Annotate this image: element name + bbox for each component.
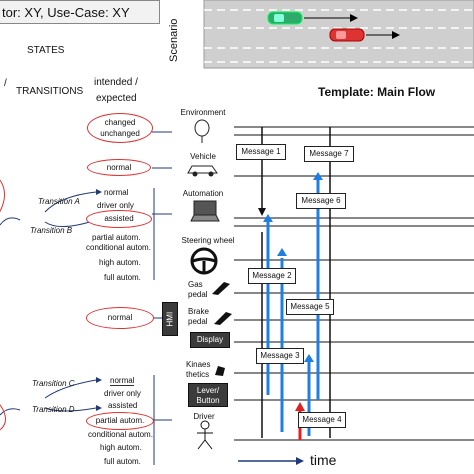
template-title: Template: Main Flow: [318, 85, 436, 99]
hmi-box: HMI: [162, 302, 178, 336]
automation-state-driver-only: driver only: [97, 201, 134, 210]
display-box: Display: [190, 332, 230, 348]
states-slash: /: [4, 78, 7, 89]
lever-button-box: Lever/ Button: [188, 383, 228, 407]
use-case-header: tor: XY, Use-Case: XY: [0, 0, 160, 24]
scenario-road: [203, 0, 474, 69]
message-6: Message 6: [296, 193, 346, 209]
states-title: STATES: [27, 45, 65, 56]
message-3: Message 3: [256, 348, 304, 364]
transition-a-label: Transition A: [38, 197, 80, 206]
lane-brake-label-2: pedal: [188, 317, 208, 326]
lane-automation-label: Automation: [182, 189, 224, 198]
driver-state-normal: normal: [110, 376, 135, 386]
automation-state-high: high autom.: [99, 258, 141, 267]
lane-brake-label-1: Brake: [188, 307, 209, 316]
tree-icon: [194, 119, 210, 143]
driver-person-icon: [197, 420, 213, 450]
message-2: Message 2: [248, 268, 296, 284]
lane-gas-label-1: Gas: [188, 280, 203, 289]
lane-driver-label: Driver: [193, 412, 215, 421]
lane-environment-label: Environment: [180, 108, 226, 117]
state-unchanged: unchanged: [100, 129, 140, 138]
automation-state-full: full autom.: [104, 273, 141, 282]
driver-state-driver-only: driver only: [104, 389, 141, 398]
vibration-icon: [215, 366, 225, 376]
message-7: Message 7: [304, 146, 354, 162]
lever-label: Lever/: [196, 386, 220, 395]
driver-state-high: high autom.: [100, 443, 142, 452]
driver-state-assisted: assisted: [108, 401, 138, 410]
lane-kinaesthetics-label-2: thetics: [186, 370, 210, 379]
lane-steering-label: Steering wheel: [181, 236, 235, 245]
button-label: Button: [196, 396, 220, 405]
automation-state-normal: normal: [104, 188, 129, 197]
transition-b-label: Transition B: [30, 226, 73, 235]
lane-kinaesthetics-label-1: Kinaes: [186, 360, 211, 369]
automation-state-assisted: assisted: [86, 210, 152, 228]
brake-pedal-icon: [214, 312, 232, 325]
car-icon: [187, 165, 218, 177]
laptop-icon: [190, 200, 220, 222]
automation-state-partial: partial autom.: [92, 233, 141, 242]
driver-state-conditional: conditional autom.: [88, 430, 153, 439]
steering-wheel-icon: [190, 247, 218, 275]
driver-state-full: full autom.: [104, 457, 141, 466]
lane-gas-label-2: pedal: [188, 290, 208, 299]
environment-state-oval: changed unchanged: [87, 113, 153, 143]
lane-vehicle-label: Vehicle: [190, 152, 216, 161]
message-4: Message 4: [298, 412, 346, 428]
message-5: Message 5: [286, 299, 334, 315]
expected-label: expected: [96, 93, 137, 104]
driver-state-partial: partial autom.: [86, 412, 154, 430]
intended-label: intended /: [94, 77, 138, 88]
gas-pedal-icon: [212, 282, 230, 295]
automation-state-conditional: conditional autom.: [86, 243, 151, 252]
time-label: time: [310, 452, 337, 468]
vehicle-state-oval: normal: [87, 159, 151, 176]
green-car-icon: [267, 11, 303, 25]
red-car-icon: [329, 28, 365, 42]
transition-d-label: Transition D: [32, 405, 75, 414]
message-1: Message 1: [236, 144, 286, 160]
hmi-state-oval: normal: [86, 307, 154, 329]
transition-c-label: Transition C: [32, 379, 75, 388]
transitions-title: TRANSITIONS: [16, 86, 84, 97]
state-changed: changed: [104, 118, 136, 127]
